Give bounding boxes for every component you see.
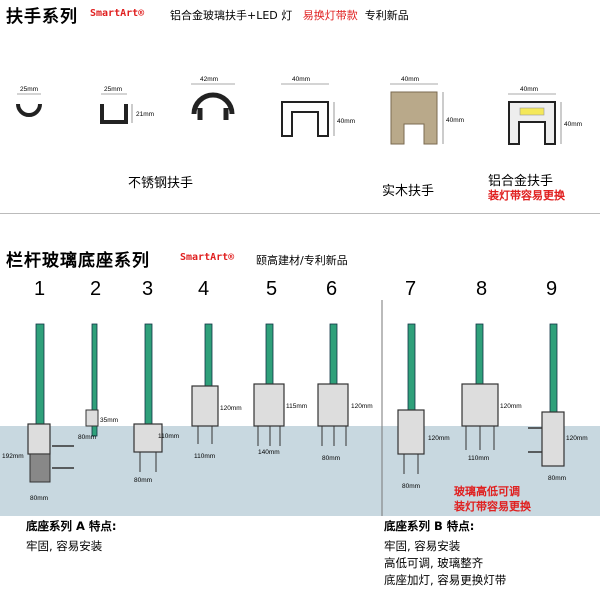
dim-label: 110mm [158, 433, 179, 440]
base-series-desc: 颐高建材/专利新品 [256, 254, 348, 267]
base-number: 7 [405, 278, 417, 300]
base-8: 120mm 110mm [461, 323, 522, 462]
base-6: 120mm 80mm [317, 323, 373, 462]
dim-label: 42mm [200, 76, 218, 83]
wood-profile: 40mm 40mm [390, 76, 464, 145]
desc-red-text: 易换灯带款 [302, 9, 358, 22]
stainless-label: 不锈钢扶手 [128, 176, 194, 191]
base-3: 110mm 80mm [133, 323, 179, 484]
dim-label: 120mm [428, 435, 450, 442]
brand-logo-top: SmartArt® [90, 8, 145, 19]
series-a-feature: 牢固, 容易安装 [26, 539, 103, 553]
square-small-profile: 25mm 21mm [100, 86, 154, 124]
brand-logo-bottom: SmartArt® [180, 252, 235, 263]
base-number: 3 [142, 278, 154, 300]
series-b-feature: 牢固, 容易安装 [384, 539, 461, 553]
square-large-profile: 40mm 40mm [281, 76, 355, 137]
aluminium-label: 铝合金扶手 [488, 174, 554, 189]
dim-label: 40mm [520, 86, 538, 93]
base-number: 2 [90, 278, 102, 300]
base-number: 5 [266, 278, 278, 300]
dim-label: 80mm [402, 483, 420, 490]
dim-label: 25mm [104, 86, 122, 93]
desc-text: 铝合金玻璃扶手+LED 灯 [170, 9, 293, 22]
dim-label: 25mm [20, 86, 38, 93]
dim-label: 192mm [2, 453, 24, 460]
series-a-title: 底座系列 A 特点: [26, 519, 117, 533]
series-b-title: 底座系列 B 特点: [384, 519, 475, 533]
dim-label: 80mm [78, 434, 96, 441]
round-large-profile: 42mm [191, 76, 235, 120]
aluminium-red-label: 装灯带容易更换 [488, 189, 565, 202]
series-b-feature: 高低可调, 玻璃整齐 [384, 556, 484, 570]
base-1: 192mm 80mm [2, 323, 74, 502]
dim-label: 40mm [564, 121, 582, 128]
dim-label: 120mm [220, 405, 242, 412]
dim-label: 21mm [136, 111, 154, 118]
base-2: 35mm 80mm [78, 323, 118, 441]
base-number: 1 [34, 278, 46, 300]
dim-label: 80mm [548, 475, 566, 482]
red-note-line: 玻璃高低可调 [454, 485, 520, 498]
dim-label: 80mm [30, 495, 48, 502]
dim-label: 140mm [258, 449, 280, 456]
base-7: 120mm 80mm [397, 323, 450, 490]
round-small-profile: 25mm [16, 86, 42, 117]
dim-label: 35mm [100, 417, 118, 424]
dim-label: 120mm [351, 403, 373, 410]
floor-slab [0, 426, 600, 516]
dim-label: 40mm [337, 118, 355, 125]
aluminium-led-profile: 40mm 40mm [508, 86, 582, 145]
dim-label: 120mm [566, 435, 588, 442]
dim-label: 110mm [468, 455, 489, 462]
dim-label: 120mm [500, 403, 522, 410]
dim-label: 80mm [134, 477, 152, 484]
base-4: 120mm 110mm [191, 323, 242, 460]
dim-label: 40mm [292, 76, 310, 83]
base-number: 8 [476, 278, 488, 300]
base-number: 6 [326, 278, 338, 300]
handrail-series-title: 扶手系列 [6, 7, 78, 27]
adjustable-note: 玻璃高低可调 装灯带容易更换 [454, 484, 531, 514]
base-series-title: 栏杆玻璃底座系列 [6, 251, 150, 271]
desc-patent-text: 专利新品 [364, 9, 409, 22]
base-5: 115mm 140mm [253, 323, 307, 456]
handrail-profiles: 25mm 25mm 21mm 42mm 40mm 40mm 40mm 40mm … [16, 76, 582, 145]
series-b-feature: 底座加灯, 容易更换灯带 [384, 573, 507, 587]
section-divider [0, 213, 600, 214]
wood-label: 实木扶手 [382, 184, 435, 199]
dim-label: 115mm [286, 403, 307, 410]
base-number: 4 [198, 278, 210, 300]
red-note-line: 装灯带容易更换 [454, 500, 531, 513]
dim-label: 80mm [322, 455, 340, 462]
base-number: 9 [546, 278, 558, 300]
handrail-desc: 铝合金玻璃扶手+LED 灯 易换灯带款 专利新品 [170, 7, 409, 23]
dim-label: 110mm [194, 453, 215, 460]
dim-label: 40mm [446, 117, 464, 124]
base-9: 120mm 80mm [528, 323, 588, 482]
base-diagram: 192mm 80mm 35mm 80mm 110mm 80mm 120mm 11… [0, 300, 600, 516]
dim-label: 40mm [401, 76, 419, 83]
